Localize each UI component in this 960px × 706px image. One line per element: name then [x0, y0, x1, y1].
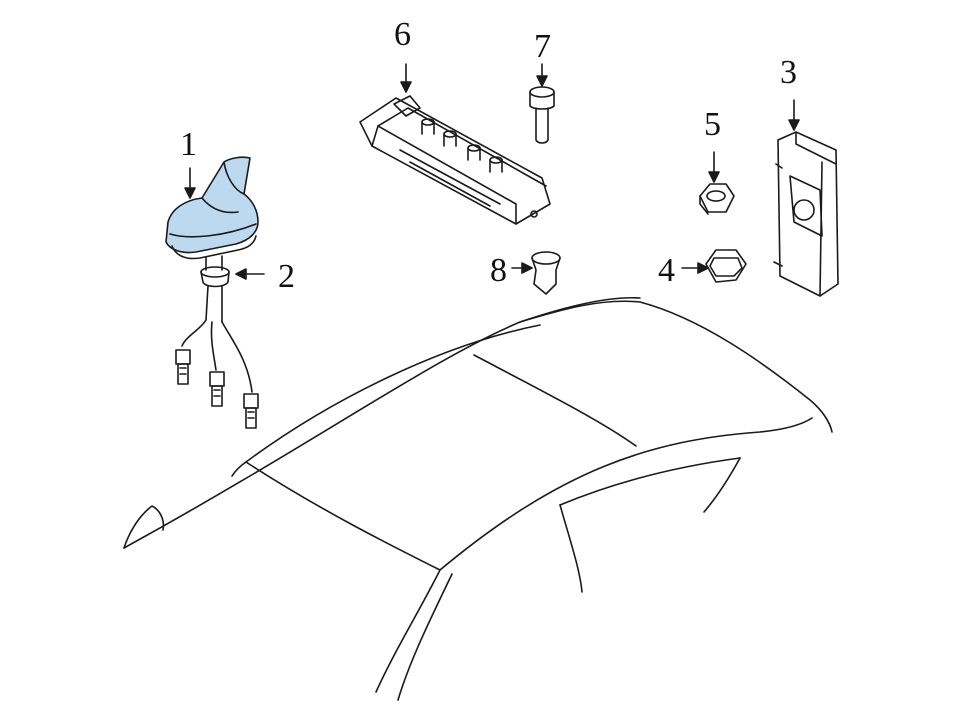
nut-part-large — [705, 249, 747, 283]
bolt-part — [529, 86, 555, 144]
callout-6: 6 — [394, 16, 411, 53]
callout-7: 7 — [534, 28, 551, 65]
push-clip-part — [531, 251, 561, 295]
callout-1: 1 — [180, 126, 197, 163]
callout-4: 4 — [658, 252, 675, 289]
vehicle-roof-outline — [123, 296, 833, 701]
amplifier-bracket — [773, 131, 839, 297]
nut-part — [699, 183, 735, 215]
callout-5: 5 — [704, 106, 721, 143]
callout-arrows — [184, 63, 800, 280]
callout-2: 2 — [278, 258, 295, 295]
antenna-cable-harness — [175, 255, 259, 429]
antenna-control-module — [359, 95, 551, 225]
shark-fin-antenna — [165, 156, 259, 260]
callout-3: 3 — [780, 54, 797, 91]
callout-8: 8 — [490, 252, 507, 289]
